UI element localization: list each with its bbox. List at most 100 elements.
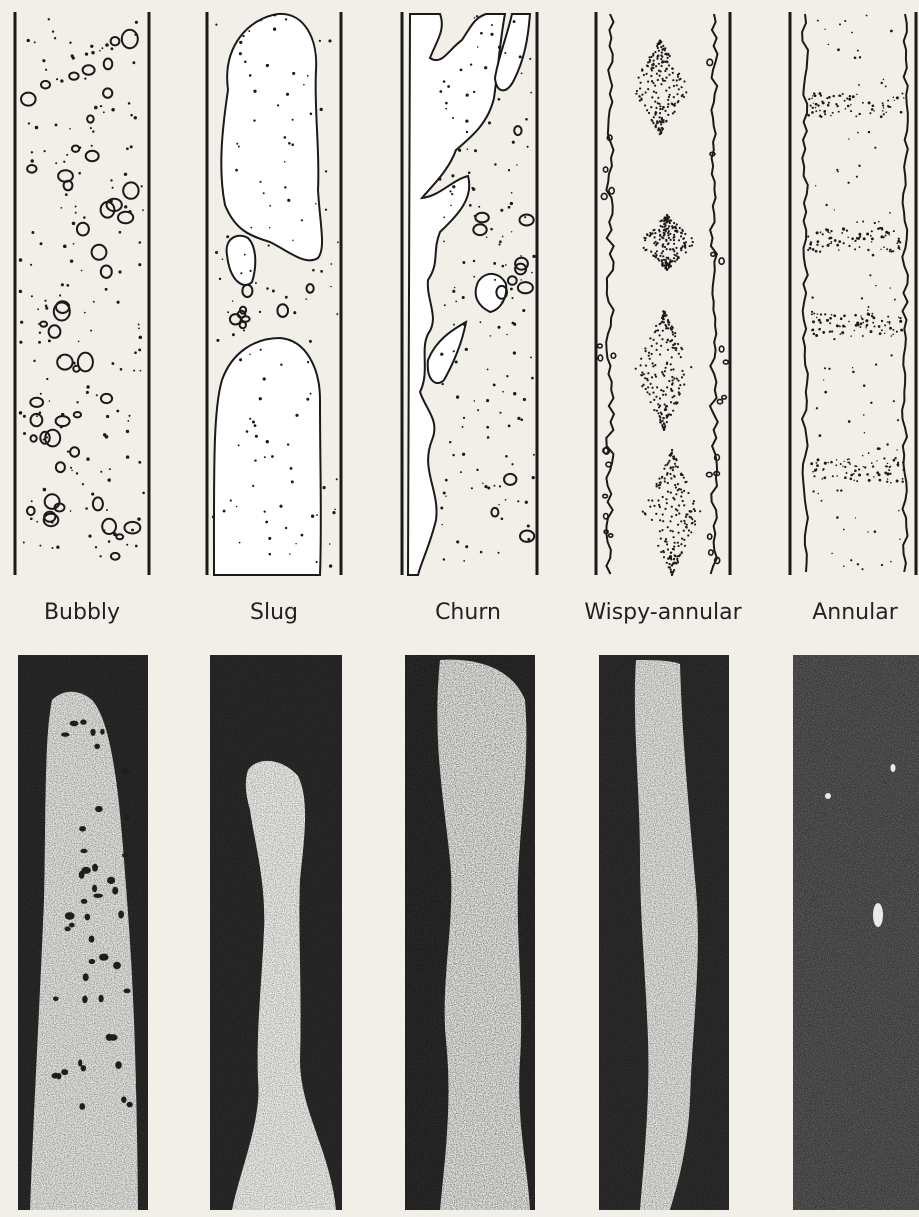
liquid-dot: [827, 462, 829, 464]
photo-bubble: [61, 732, 69, 736]
liquid-dot: [821, 500, 823, 502]
liquid-dot: [279, 505, 282, 508]
photo-bubble: [89, 959, 96, 964]
wisp-dot: [660, 65, 662, 67]
liquid-dot: [901, 92, 903, 94]
liquid-dot: [91, 51, 94, 54]
wisp-dot: [667, 321, 669, 323]
wisp-dot: [658, 103, 660, 105]
liquid-dot: [502, 236, 504, 238]
bubble: [504, 474, 516, 485]
liquid-dot: [63, 161, 65, 163]
liquid-dot: [887, 321, 888, 322]
liquid-dot: [38, 323, 40, 325]
liquid-dot: [305, 298, 307, 300]
liquid-dot: [826, 319, 829, 322]
liquid-dot: [884, 333, 885, 334]
liquid-dot: [892, 250, 894, 252]
liquid-dot: [508, 425, 511, 428]
liquid-dot: [46, 378, 48, 380]
wisp-dot: [667, 99, 669, 101]
wisp-dot: [649, 393, 651, 395]
wisp-dot: [641, 68, 643, 70]
liquid-dot: [899, 317, 901, 319]
liquid-dot: [95, 546, 97, 548]
wisp-dot: [683, 80, 685, 82]
liquid-dot: [854, 330, 856, 332]
liquid-dot: [266, 440, 269, 443]
liquid-dot: [493, 383, 496, 386]
bubble: [598, 355, 602, 361]
liquid-dot: [124, 205, 127, 208]
wisp-dot: [667, 491, 669, 493]
wisp-dot: [671, 564, 673, 566]
liquid-dot: [866, 233, 869, 236]
wisp-dot: [658, 504, 660, 506]
wisp-dot: [678, 488, 680, 490]
wisp-dot: [678, 504, 680, 506]
wisp-dot: [659, 419, 661, 421]
liquid-dot: [512, 141, 515, 144]
liquid-dot: [886, 248, 888, 250]
liquid-dot: [874, 222, 876, 224]
liquid-dot: [878, 325, 881, 328]
liquid-dot: [330, 263, 332, 265]
wisp-dot: [642, 511, 644, 513]
liquid-dot: [832, 95, 834, 97]
liquid-dot: [274, 14, 277, 17]
liquid-dot: [292, 72, 295, 75]
liquid-dot: [839, 23, 841, 25]
liquid-dot: [458, 149, 461, 152]
photo-bubble: [118, 911, 124, 919]
bubble: [72, 146, 79, 152]
liquid-dot: [215, 24, 217, 26]
liquid-dot: [829, 317, 832, 320]
liquid-dot: [112, 187, 114, 189]
liquid-dot: [106, 415, 109, 418]
liquid-dot: [816, 407, 818, 409]
wisp-dot: [674, 105, 676, 107]
wisp-dot: [658, 487, 660, 489]
liquid-dot: [456, 540, 459, 543]
liquid-dot: [531, 377, 534, 380]
liquid-dot: [295, 543, 296, 544]
wisp-dot: [673, 548, 675, 550]
liquid-dot: [486, 237, 487, 238]
liquid-dot: [903, 97, 905, 99]
wisp-dot: [653, 409, 655, 411]
liquid-dot: [138, 327, 140, 329]
wisp-dot: [667, 106, 669, 108]
liquid-dot: [142, 492, 145, 495]
wisp-dot: [673, 85, 675, 87]
liquid-dot: [443, 80, 446, 83]
liquid-dot: [105, 288, 108, 291]
liquid-dot: [445, 108, 447, 110]
liquid-dot: [236, 280, 238, 282]
liquid-dot: [865, 319, 868, 322]
wisp-dot: [646, 109, 648, 111]
liquid-dot: [884, 471, 887, 474]
liquid-dot: [819, 322, 821, 324]
liquid-dot: [817, 313, 819, 315]
wisp-dot: [672, 237, 674, 239]
bubble: [27, 507, 35, 515]
wisp-dot: [676, 230, 678, 232]
wisp-dot: [681, 86, 683, 88]
bubble: [307, 284, 314, 293]
wisp-dot: [653, 116, 655, 118]
bubble: [77, 223, 89, 236]
liquid-dot: [846, 229, 848, 231]
liquid-dot: [476, 469, 478, 471]
liquid-dot: [513, 20, 516, 23]
wisp-dot: [641, 371, 643, 373]
liquid-dot: [212, 515, 215, 518]
liquid-dot: [516, 164, 517, 165]
liquid-dot: [900, 329, 903, 332]
wisp-dot: [666, 68, 668, 70]
liquid-dot: [819, 110, 821, 112]
bubble: [508, 276, 517, 285]
liquid-dot: [811, 98, 813, 100]
liquid-dot: [79, 146, 81, 148]
wisp-dot: [659, 519, 661, 521]
liquid-dot: [446, 167, 448, 169]
